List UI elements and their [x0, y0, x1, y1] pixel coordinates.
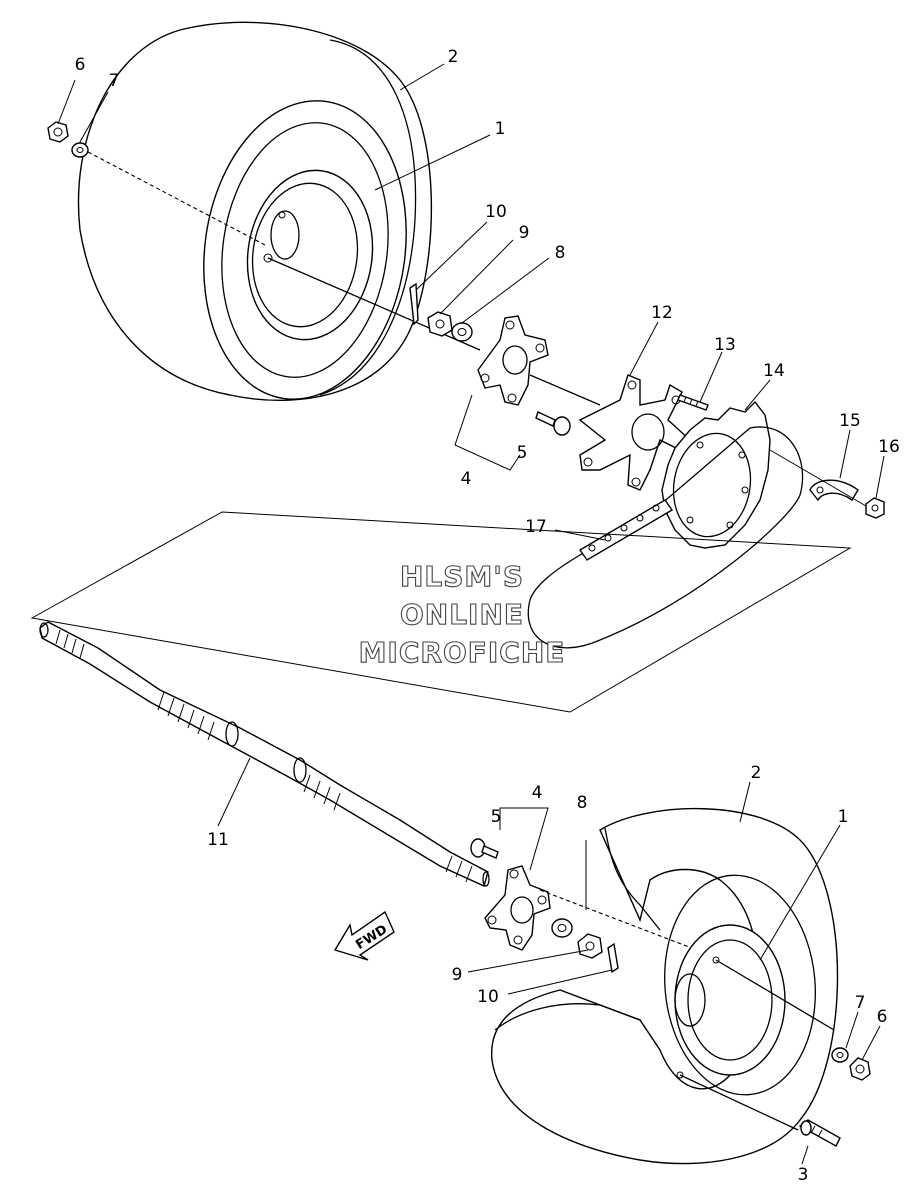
guide-nut	[865, 497, 885, 519]
valve-stem	[798, 1119, 841, 1147]
watermark-line-1: HLSM'S	[400, 560, 524, 593]
leader-lines	[57, 63, 885, 1165]
watermark-line-2: ONLINE	[400, 598, 524, 631]
top-hub	[477, 315, 549, 406]
callout-7-bottom: 7	[855, 993, 866, 1013]
rear-sprocket	[661, 400, 771, 549]
bottom-castle-nut	[577, 933, 603, 959]
bottom-axis-dash	[539, 889, 711, 956]
watermark: HLSM'S ONLINE MICROFICHE	[358, 559, 566, 669]
callout-8-top: 8	[555, 243, 566, 263]
callout-13: 13	[714, 335, 736, 355]
callout-7-top: 7	[109, 71, 120, 91]
callout-12: 12	[651, 303, 673, 323]
callout-5-top: 5	[517, 443, 528, 463]
chain-guide	[809, 479, 859, 502]
sprocket-bolt	[677, 394, 709, 411]
bottom-washer	[831, 1047, 849, 1063]
callout-9-bottom: 9	[452, 965, 463, 985]
fwd-arrow-icon: FWD	[333, 910, 395, 961]
bottom-valve-line	[679, 1074, 799, 1131]
bottom-cotter-pin	[607, 942, 619, 974]
top-tire	[77, 21, 433, 401]
callout-2-bottom: 2	[751, 763, 762, 783]
callout-2-top: 2	[448, 47, 459, 67]
bottom-wheel-rim	[674, 924, 786, 1079]
rear-axle-shaft	[39, 621, 490, 887]
bottom-lug-nut	[849, 1057, 871, 1081]
top-hub-bracket-4	[454, 394, 521, 471]
callout-10-top: 10	[485, 202, 507, 222]
callout-15: 15	[839, 411, 861, 431]
bottom-hub	[484, 865, 551, 951]
guide-line	[769, 449, 867, 507]
bottom-washer-8	[551, 918, 573, 938]
top-washer	[71, 142, 89, 158]
callout-16: 16	[878, 437, 900, 457]
callout-6-bottom: 6	[877, 1007, 888, 1027]
top-cotter-pin	[409, 282, 419, 326]
callout-17: 17	[525, 517, 547, 537]
callout-3: 3	[798, 1165, 809, 1185]
top-lug-nut	[47, 121, 69, 143]
bottom-hub-bracket-4	[499, 807, 549, 871]
top-castle-nut	[427, 311, 453, 337]
drive-chain	[527, 426, 804, 649]
callout-1-top: 1	[495, 119, 506, 139]
callout-4-bottom: 4	[532, 783, 543, 803]
bottom-hub-stud	[470, 838, 499, 859]
top-lug-dash-line	[87, 151, 266, 246]
top-washer-8	[451, 322, 473, 342]
watermark-line-3: MICROFICHE	[359, 636, 566, 669]
callout-14: 14	[763, 361, 785, 381]
top-hub-stud	[535, 411, 571, 436]
callout-numbers: 1 2 6 7 10 9 8 12 13 14 15 16 5 4 17 11 …	[75, 47, 900, 1185]
callout-5-bottom: 5	[491, 807, 502, 827]
top-axis-line-2	[529, 374, 601, 406]
axle-reference-outline	[30, 511, 852, 713]
callout-11: 11	[207, 830, 229, 850]
callout-6-top: 6	[75, 55, 86, 75]
callout-4-top: 4	[461, 469, 472, 489]
bottom-lug-line	[715, 959, 835, 1031]
callout-1-bottom: 1	[838, 807, 849, 827]
callout-9-top: 9	[519, 223, 530, 243]
callout-8-bottom: 8	[577, 793, 588, 813]
top-wheel-rim	[246, 169, 374, 341]
callout-10-bottom: 10	[477, 987, 499, 1007]
